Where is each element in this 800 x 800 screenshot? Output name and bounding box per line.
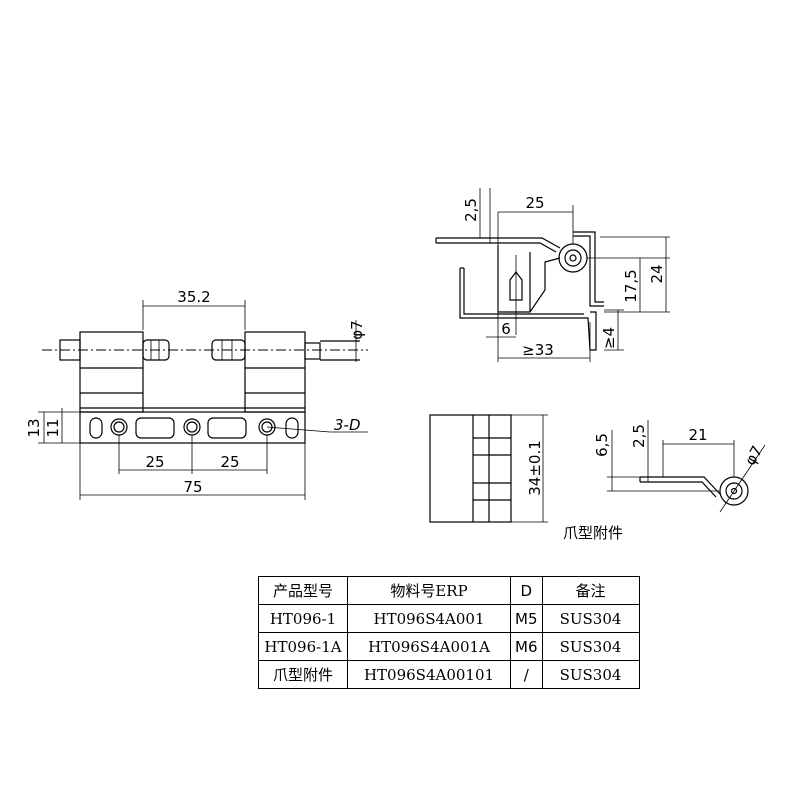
dim-35-2: 35.2	[177, 288, 210, 306]
dim-13: 13	[25, 418, 43, 437]
side-knuckle	[558, 243, 588, 273]
claw-caption: 爪型附件	[563, 524, 623, 542]
right-knuckle	[244, 331, 306, 413]
header-erp: 物料号ERP	[347, 576, 511, 605]
dim-2-5-claw: 2,5	[630, 424, 648, 448]
dim-34: 34±0.1	[526, 440, 544, 496]
table-header-row: 产品型号 物料号ERP D 备注	[258, 576, 640, 605]
header-remark: 备注	[541, 576, 640, 605]
hinge-plate	[79, 411, 306, 444]
slot-center-left	[135, 417, 175, 439]
dim-75: 75	[183, 478, 202, 496]
dim-phi7-claw: φ7	[741, 443, 766, 469]
hole-callout-3d: 3-D	[334, 416, 361, 434]
dim-25-side: 25	[525, 194, 544, 212]
plan-outline	[429, 414, 512, 523]
dim-6-5: 6,5	[593, 433, 611, 457]
dim-phi7-front: φ7	[348, 320, 366, 339]
left-spring-pin	[142, 339, 170, 361]
left-pin-end	[59, 339, 81, 361]
right-spring-pin	[211, 339, 246, 361]
right-pin-end	[304, 342, 321, 360]
header-model: 产品型号	[258, 576, 348, 605]
dim-21: 21	[688, 426, 707, 444]
left-knuckle	[79, 331, 144, 413]
dim-25-a: 25	[145, 453, 164, 471]
claw-view: 6,5 2,5 21 φ7 爪型附件	[563, 420, 766, 542]
dim-6: 6	[501, 320, 511, 338]
slot-right	[285, 417, 299, 439]
dim-11: 11	[44, 418, 62, 437]
dim-ge-4: ≥4	[600, 327, 618, 349]
slot-center-right	[207, 417, 247, 439]
dim-ge-33: ≥33	[522, 341, 554, 359]
dim-2-5-side: 2,5	[462, 198, 480, 222]
table-row: HT096-1 HT096S4A001 M5 SUS304	[258, 604, 640, 633]
spec-table: 产品型号 物料号ERP D 备注 HT096-1 HT096S4A001 M5 …	[258, 576, 640, 689]
dim-25-b: 25	[220, 453, 239, 471]
slot-left	[89, 417, 103, 439]
plan-view: 34±0.1	[429, 414, 548, 523]
hole-2	[183, 418, 201, 436]
table-row: HT096-1A HT096S4A001A M6 SUS304	[258, 632, 640, 661]
table-row: 爪型附件 HT096S4A00101 / SUS304	[258, 660, 640, 689]
side-view: 2,5 25 17,5 24 6 ≥33 ≥4	[435, 188, 670, 362]
front-view: 35.2 φ7 13 11 3-D 25 25 75	[25, 288, 368, 500]
dim-17-5: 17,5	[622, 269, 640, 302]
header-d: D	[510, 576, 543, 605]
dim-24: 24	[648, 264, 666, 283]
